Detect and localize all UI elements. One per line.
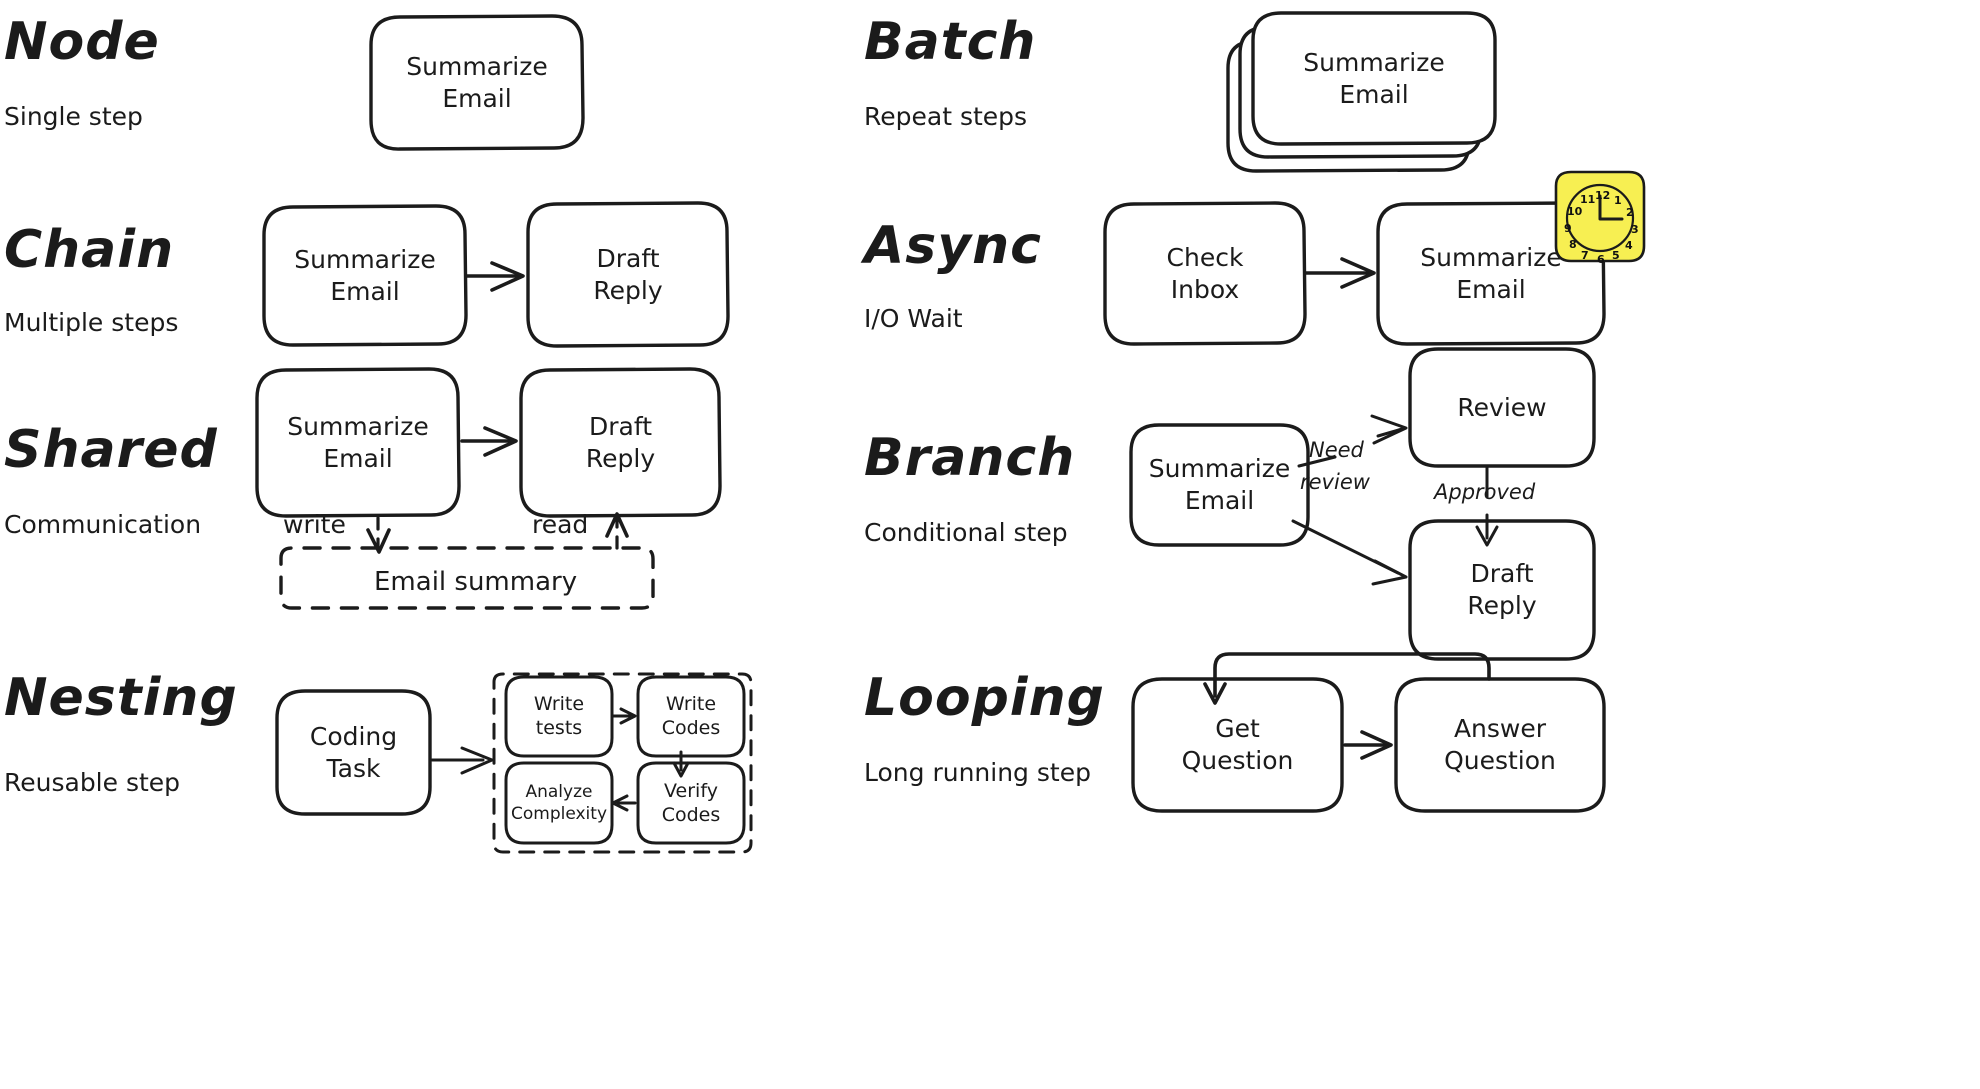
section-title-nesting: Nesting <box>4 668 238 728</box>
chain-group[interactable] <box>262 201 730 348</box>
clock-number-1: 1 <box>1614 194 1622 207</box>
section-subtitle-looping: Long running step <box>864 758 1091 787</box>
batch-stack[interactable] <box>1226 11 1497 173</box>
clock-number-11: 11 <box>1580 193 1596 206</box>
clock-number-5: 5 <box>1612 249 1620 262</box>
shared-store-label: Email summary <box>374 567 578 597</box>
section-title-chain: Chain <box>4 220 175 280</box>
edge-label-write: write <box>283 510 346 539</box>
branch-group[interactable] <box>1129 347 1596 661</box>
section-subtitle-async: I/O Wait <box>864 304 963 333</box>
section-subtitle-chain: Multiple steps <box>4 308 179 337</box>
clock-number-10: 10 <box>1567 205 1583 218</box>
section-title-node: Node <box>4 12 160 72</box>
looping-group[interactable] <box>1131 652 1606 813</box>
section-subtitle-nesting: Reusable step <box>4 768 181 797</box>
clock-number-6: 6 <box>1597 253 1605 266</box>
section-subtitle-node: Single step <box>4 102 143 131</box>
section-title-batch: Batch <box>864 12 1037 72</box>
async-group[interactable] <box>1103 170 1646 346</box>
section-title-looping: Looping <box>864 668 1105 728</box>
section-subtitle-batch: Repeat steps <box>864 102 1028 131</box>
edge-label-read: read <box>532 510 589 539</box>
clock-number-12: 12 <box>1595 189 1611 202</box>
section-title-shared: Shared <box>4 420 218 480</box>
clock-number-9: 9 <box>1564 222 1572 235</box>
section-title-branch: Branch <box>864 428 1076 488</box>
edge-label-review: review <box>1300 470 1370 494</box>
shared-group[interactable] <box>255 367 722 610</box>
clock-face: 12 1 2 3 4 5 6 7 8 9 10 11 <box>1556 174 1644 266</box>
clock-number-3: 3 <box>1631 223 1639 236</box>
section-subtitle-shared: Communication <box>4 510 202 539</box>
nesting-group[interactable] <box>275 672 753 854</box>
clock-number-8: 8 <box>1569 238 1577 251</box>
clock-number-7: 7 <box>1581 249 1589 262</box>
section-title-async: Async <box>864 216 1042 276</box>
edge-label-approved: Approved <box>1434 480 1536 504</box>
section-subtitle-branch: Conditional step <box>864 518 1068 547</box>
clock-number-4: 4 <box>1625 239 1633 252</box>
node-box[interactable] <box>369 14 585 151</box>
clock-number-2: 2 <box>1626 206 1634 219</box>
edge-label-need: Need <box>1309 438 1364 462</box>
